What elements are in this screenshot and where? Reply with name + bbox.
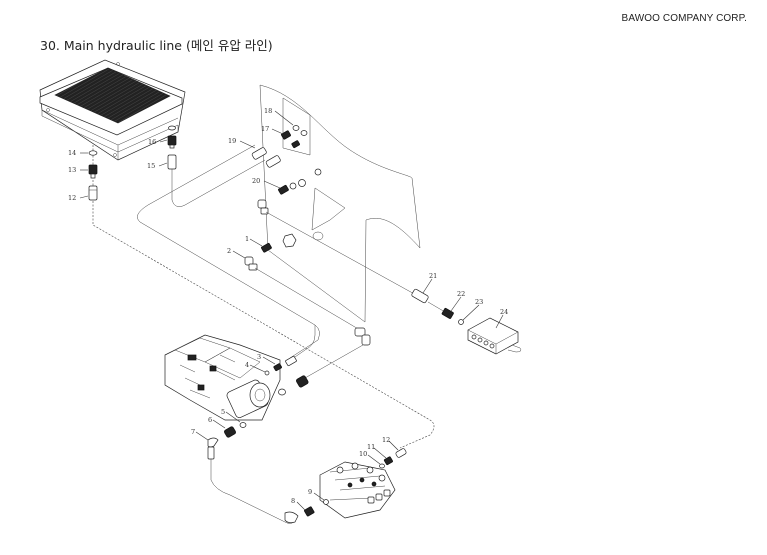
label-part-17: 17 (261, 125, 269, 133)
control-valve (319, 461, 396, 519)
hose-19 (171, 159, 266, 207)
part-3-fitting (273, 355, 297, 372)
elbow-lower (354, 327, 371, 346)
part-7-elbow (207, 437, 219, 460)
part-9-oring (323, 499, 329, 505)
label-part-11: 11 (367, 443, 375, 451)
part-1-fitting (261, 242, 272, 253)
label-part-8: 8 (291, 497, 295, 505)
label-part-7: 7 (191, 428, 195, 436)
part-13-fitting (88, 164, 98, 179)
part-oring (168, 125, 176, 131)
label-part-9: 9 (308, 488, 312, 496)
part-20-fitting (278, 168, 322, 195)
part-22-fitting (441, 307, 454, 319)
elbow-fitting (257, 199, 269, 215)
label-part-21: 21 (429, 272, 437, 280)
part-11-fitting (383, 456, 393, 466)
part-21-hose-end (411, 288, 429, 304)
hex-nut (282, 233, 297, 248)
part-15-hose-end (167, 154, 177, 170)
label-part-19: 19 (228, 137, 236, 145)
oring-pump (278, 388, 286, 396)
label-part-10: 10 (359, 450, 367, 458)
mounting-panel (259, 84, 421, 323)
part-labels: 14 13 12 16 15 19 17 18 20 1 2 21 22 23 … (68, 107, 508, 505)
label-part-23: 23 (475, 298, 483, 306)
part-2-elbow (244, 256, 258, 271)
label-part-3: 3 (257, 353, 261, 361)
label-part-20: 20 (252, 177, 260, 185)
label-part-15: 15 (147, 162, 155, 170)
label-part-22: 22 (457, 290, 465, 298)
part-5-oring (239, 422, 247, 428)
part-4-oring (264, 370, 270, 376)
part-24-block (467, 317, 522, 355)
hydraulic-pump (164, 334, 281, 421)
part-10-oring (379, 463, 385, 469)
label-part-12: 12 (68, 194, 76, 202)
part-12-hose-end (88, 185, 98, 201)
label-part-5: 5 (221, 408, 225, 416)
part-23-oring (458, 319, 464, 325)
large-fitting (296, 375, 309, 388)
label-part-14: 14 (68, 149, 76, 157)
page-title: 30. Main hydraulic line (메인 유압 라인) (40, 38, 273, 53)
oil-cooler (39, 59, 186, 161)
part-19-hose-ends (251, 147, 281, 168)
return-line (92, 145, 435, 449)
label-part-12-valve: 12 (382, 436, 390, 444)
label-part-16: 16 (148, 138, 156, 146)
company-name: BAWOO COMPANY CORP. (621, 13, 747, 24)
part-17-fitting (281, 130, 300, 149)
label-part-2: 2 (227, 247, 231, 255)
label-part-1: 1 (245, 235, 249, 243)
label-part-13: 13 (68, 166, 76, 174)
part-14-oring (88, 150, 98, 156)
label-part-24: 24 (500, 308, 508, 316)
part-18-oring (292, 125, 308, 136)
leader-lines (79, 110, 504, 511)
label-part-18: 18 (264, 107, 272, 115)
label-part-4: 4 (245, 361, 249, 369)
part-16-fitting (167, 135, 177, 149)
part-6-fitting (224, 426, 236, 438)
part-8-fitting (284, 506, 315, 524)
part-12-hose-end-valve (395, 448, 407, 458)
label-part-6: 6 (208, 416, 212, 424)
